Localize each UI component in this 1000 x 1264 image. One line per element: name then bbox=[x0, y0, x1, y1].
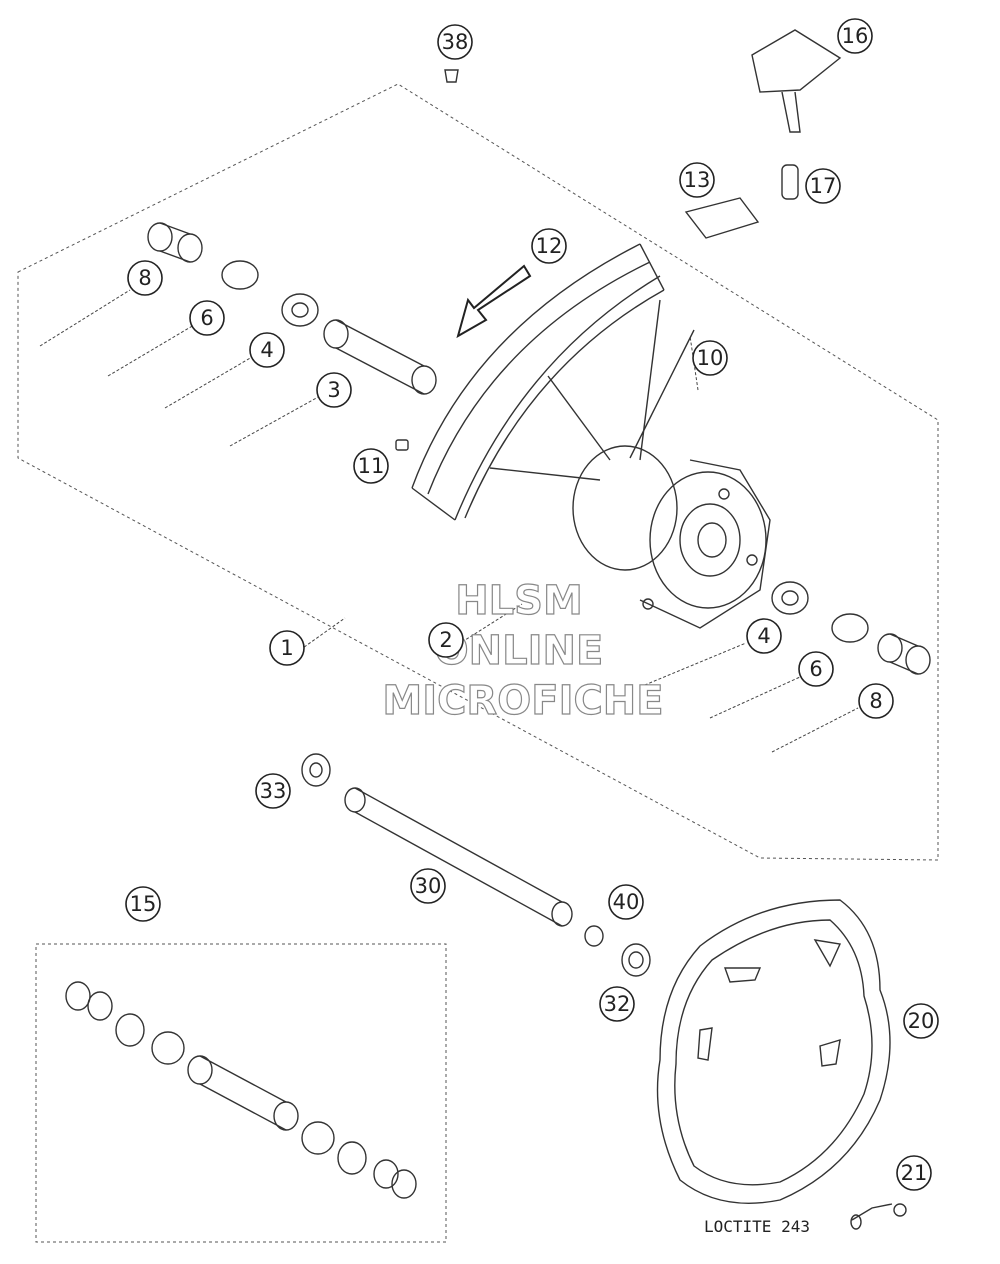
svg-text:30: 30 bbox=[415, 874, 442, 898]
part-30-axle bbox=[301, 753, 573, 927]
callouts: 38 16 13 17 12 8 6 4 3 10 11 1 2 4 6 8 3… bbox=[125, 18, 939, 1191]
callout-16: 16 bbox=[837, 18, 873, 54]
svg-text:6: 6 bbox=[809, 657, 822, 681]
watermark-line3: MICROFICHE bbox=[382, 678, 663, 724]
svg-text:40: 40 bbox=[613, 890, 640, 914]
svg-text:2: 2 bbox=[439, 628, 452, 652]
svg-text:15: 15 bbox=[130, 892, 157, 916]
callout-38: 38 bbox=[437, 24, 473, 60]
part-17-nut bbox=[781, 164, 799, 200]
part-2-hub bbox=[572, 445, 771, 629]
callout-1: 1 bbox=[269, 630, 305, 666]
part-16-rim-lock bbox=[751, 29, 842, 133]
part-32-axle-nut bbox=[621, 943, 651, 977]
callout-4-left: 4 bbox=[249, 332, 285, 368]
part-13-rim-band bbox=[684, 197, 760, 239]
callout-4-right: 4 bbox=[746, 618, 782, 654]
svg-text:13: 13 bbox=[684, 168, 711, 192]
callout-2: 2 bbox=[428, 622, 464, 658]
callout-6-left: 6 bbox=[189, 300, 225, 336]
wheel-assembly-frame bbox=[17, 83, 939, 861]
svg-text:21: 21 bbox=[901, 1161, 928, 1185]
svg-text:11: 11 bbox=[358, 454, 385, 478]
callout-32: 32 bbox=[599, 986, 635, 1022]
svg-text:12: 12 bbox=[536, 234, 563, 258]
callout-17: 17 bbox=[805, 168, 841, 204]
left-bearing-stack bbox=[147, 222, 437, 395]
part-20-brake-disc bbox=[656, 899, 891, 1204]
callout-8-right: 8 bbox=[858, 683, 894, 719]
callout-40: 40 bbox=[608, 884, 644, 920]
loctite-note: LOCTITE 243 bbox=[704, 1217, 810, 1236]
callout-8-left: 8 bbox=[127, 260, 163, 296]
svg-text:4: 4 bbox=[260, 338, 273, 362]
callout-6-right: 6 bbox=[798, 651, 834, 687]
part-11-nipple bbox=[395, 439, 409, 451]
watermark: HLSM ONLINE MICROFICHE bbox=[382, 577, 664, 724]
svg-text:38: 38 bbox=[442, 30, 469, 54]
svg-text:16: 16 bbox=[842, 24, 869, 48]
callout-3: 3 bbox=[316, 372, 352, 408]
callout-15: 15 bbox=[125, 886, 161, 922]
right-bearing-stack bbox=[771, 581, 931, 675]
svg-text:33: 33 bbox=[260, 779, 287, 803]
svg-text:6: 6 bbox=[200, 306, 213, 330]
part-rim bbox=[411, 243, 665, 521]
axle-kit-contents bbox=[65, 981, 417, 1199]
svg-text:8: 8 bbox=[869, 689, 882, 713]
part-38-valve-cap bbox=[444, 69, 459, 83]
svg-text:20: 20 bbox=[908, 1009, 935, 1033]
rotation-arrow bbox=[456, 264, 532, 339]
svg-text:4: 4 bbox=[757, 624, 770, 648]
axle-kit-frame bbox=[35, 943, 447, 1243]
spokes bbox=[489, 299, 695, 481]
callout-11: 11 bbox=[353, 448, 389, 484]
part-40-washer bbox=[584, 925, 604, 947]
svg-text:3: 3 bbox=[327, 378, 340, 402]
callout-30: 30 bbox=[410, 868, 446, 904]
callout-10: 10 bbox=[692, 340, 728, 376]
svg-text:1: 1 bbox=[280, 636, 293, 660]
callout-12: 12 bbox=[531, 228, 567, 264]
svg-text:10: 10 bbox=[697, 346, 724, 370]
callout-13: 13 bbox=[679, 162, 715, 198]
callout-20: 20 bbox=[903, 1003, 939, 1039]
callout-21: 21 bbox=[896, 1155, 932, 1191]
svg-text:8: 8 bbox=[138, 266, 151, 290]
callout-33: 33 bbox=[255, 773, 291, 809]
part-21-bolt bbox=[850, 1203, 907, 1230]
svg-text:17: 17 bbox=[810, 174, 837, 198]
watermark-line1: HLSM bbox=[455, 578, 583, 624]
svg-text:32: 32 bbox=[604, 992, 631, 1016]
